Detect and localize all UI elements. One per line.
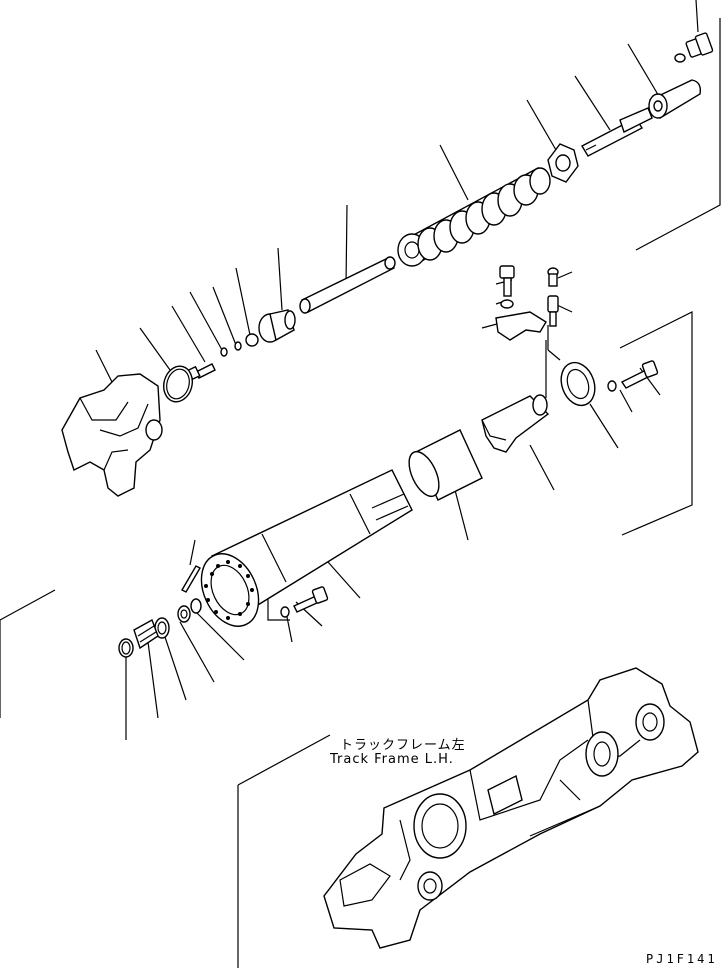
leader-lines (95, 0, 699, 740)
main-cylinder-tube-part (200, 469, 413, 627)
spring-guide-tube-part (299, 256, 396, 314)
upper-washer-part (674, 53, 686, 63)
spacer-ring-part (177, 605, 191, 623)
track-frame-part (323, 667, 699, 949)
idler-yoke-part (61, 373, 163, 497)
right-washer-part (607, 380, 617, 392)
lower-bolt-part (293, 586, 329, 613)
drawing-code: PJ1F141 (646, 952, 718, 966)
track-frame-caption-jp: トラックフレーム左 (340, 738, 466, 753)
snap-ring-part (190, 598, 202, 614)
relief-valve-part (547, 295, 559, 327)
right-bolt-part (620, 360, 659, 389)
retainer-ring-part (118, 638, 134, 658)
yoke-cap-part (648, 79, 702, 119)
recoil-cylinder-part (481, 394, 550, 453)
grease-fitting-part (547, 267, 559, 287)
small-nut-part (245, 333, 259, 347)
adjuster-rod-part (581, 107, 653, 157)
valve-part (133, 618, 159, 650)
mid-bolt-part (499, 265, 515, 297)
track-frame-caption-en: Track Frame L.H. (330, 752, 454, 767)
spacer-piston-part (258, 309, 296, 343)
dowel-pin-part (181, 565, 201, 593)
small-washer-part (234, 341, 242, 351)
bushing-sleeve-part (408, 429, 483, 501)
hex-nut-part (547, 143, 579, 183)
frame-lines (0, 18, 721, 968)
mid-plate-part (495, 311, 547, 341)
o-ring-part (162, 365, 194, 403)
seal-holder-part (560, 361, 596, 407)
mid-washer-part (500, 299, 514, 309)
recoil-spring-part (397, 167, 551, 267)
lower-washer-part (280, 606, 290, 618)
cotter-pin-part (220, 347, 228, 357)
upper-bolt-part (685, 32, 714, 58)
